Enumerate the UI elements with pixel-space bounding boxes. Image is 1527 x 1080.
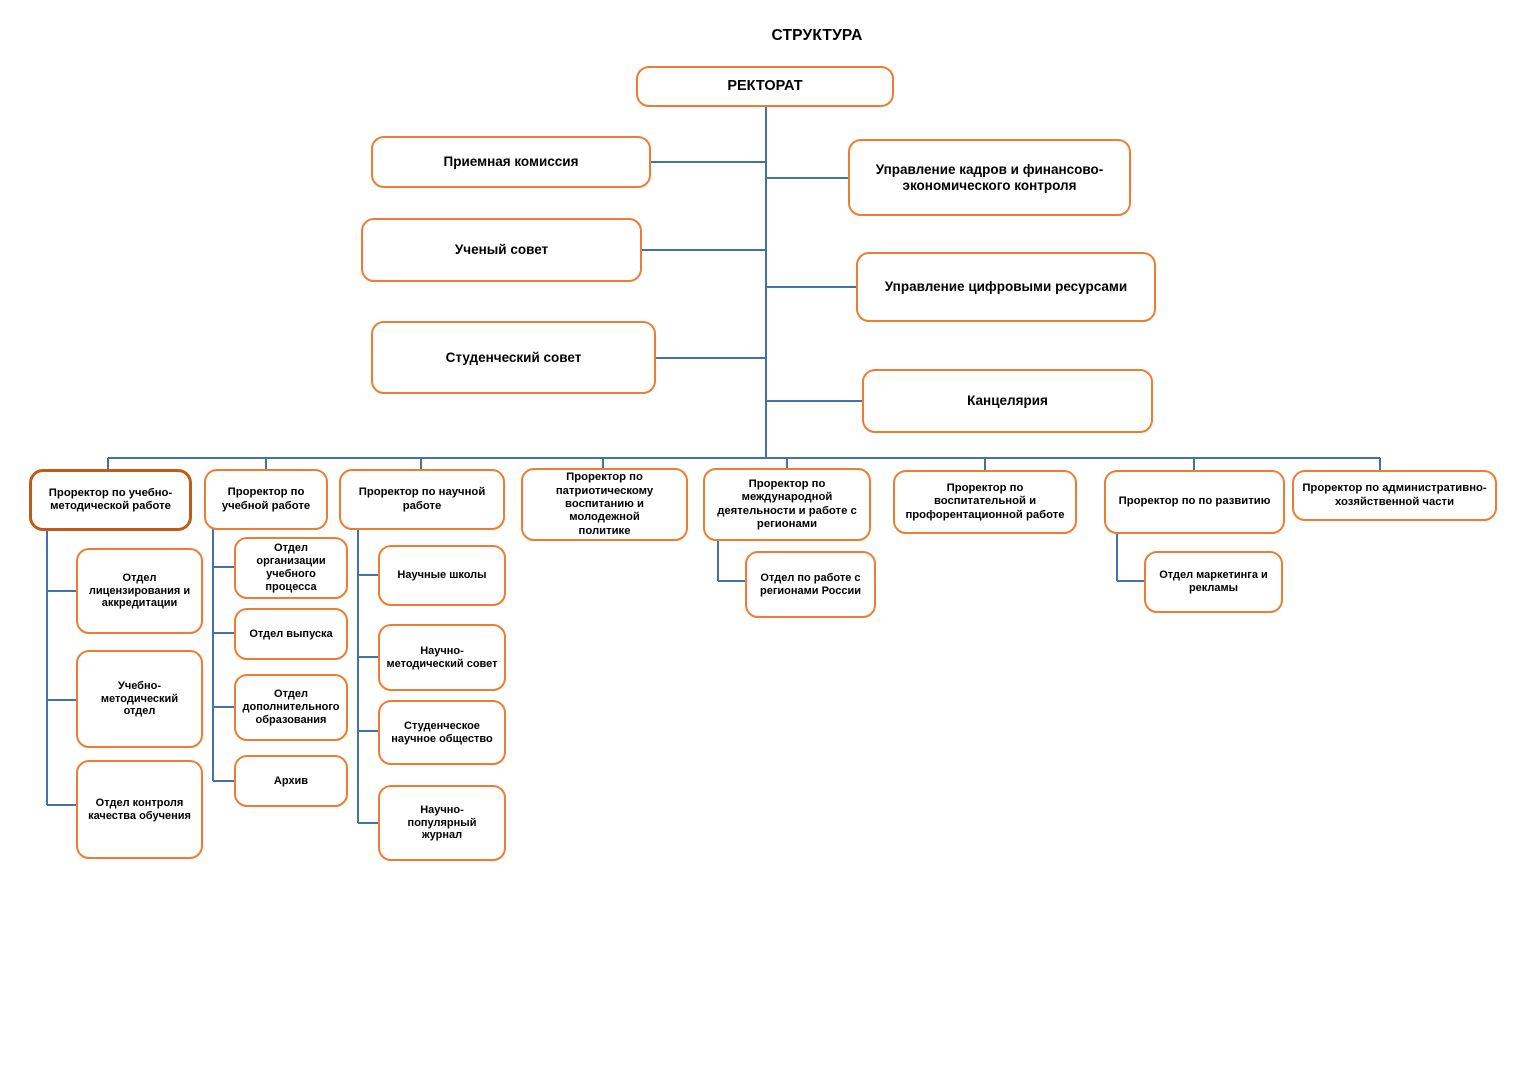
node-otdel-marketinga-reklamy[interactable]: Отдел маркетинга и рекламы [1144, 551, 1283, 613]
node-label: Отдел по работе с регионами России [759, 571, 861, 597]
node-nauchno-populyarnyy-zhurnal[interactable]: Научно-популярный журнал [378, 785, 506, 861]
node-prorektor-razvitiyu[interactable]: Проректор по по развитию [1104, 470, 1285, 534]
node-label: Ученый совет [454, 242, 549, 258]
node-label: Отдел организации учебного процесса [256, 542, 326, 593]
node-label: Проректор по административно- хозяйствен… [1302, 482, 1487, 508]
node-kancelyariya[interactable]: Канцелярия [862, 369, 1153, 433]
node-label: Отдел выпуска [249, 627, 333, 640]
node-label: Научно- методический совет [386, 644, 498, 670]
node-prorektor-administrativno-hozyaystvennoy-chasti[interactable]: Проректор по административно- хозяйствен… [1292, 470, 1497, 521]
node-label: Проректор по патриотическому воспитанию … [555, 471, 654, 537]
node-prorektor-nauchnoy-rabote[interactable]: Проректор по научной работе [339, 469, 505, 530]
node-prorektor-mezhdunarodnoy-deyatelnosti[interactable]: Проректор по международной деятельности … [703, 468, 871, 541]
node-label: Учебно- методический отдел [100, 679, 179, 718]
node-nauchno-metodicheskiy-sovet[interactable]: Научно- методический совет [378, 624, 506, 691]
node-priemnaya-komissiya[interactable]: Приемная комиссия [371, 136, 651, 188]
node-otdel-vypuska[interactable]: Отдел выпуска [234, 608, 348, 660]
node-otdel-kontrolya-kachestva-obucheniya[interactable]: Отдел контроля качества обучения [76, 760, 203, 859]
node-uchebno-metodicheskiy-otdel[interactable]: Учебно- методический отдел [76, 650, 203, 748]
node-otdel-organizacii-uchebnogo-processa[interactable]: Отдел организации учебного процесса [234, 537, 348, 599]
node-label: Отдел лицензирования и аккредитации [88, 571, 191, 610]
node-label: Архив [273, 774, 309, 787]
node-arhiv[interactable]: Архив [234, 755, 348, 807]
node-label: Научные школы [397, 569, 487, 582]
node-studencheskoe-nauchnoe-obshchestvo[interactable]: Студенческое научное общество [378, 700, 506, 765]
node-label: Проректор по по развитию [1118, 495, 1271, 508]
node-label: Проректор по международной деятельности … [717, 477, 857, 530]
node-prorektor-uchebno-metodicheskoy-rabote[interactable]: Проректор по учебно- методической работе [29, 469, 192, 531]
node-label: Проректор по учебно- методической работе [48, 486, 173, 512]
page-title: СТРУКТУРА [771, 27, 863, 44]
node-rektorat[interactable]: РЕКТОРАТ [636, 66, 894, 107]
node-upravlenie-kadrov[interactable]: Управление кадров и финансово- экономиче… [848, 139, 1131, 216]
node-label: Отдел дополнительного образования [242, 688, 340, 726]
node-label: Канцелярия [967, 393, 1048, 409]
node-label: Студенческий совет [445, 349, 582, 365]
node-studencheskiy-sovet[interactable]: Студенческий совет [371, 321, 656, 394]
node-label: Отдел контроля качества обучения [88, 796, 191, 822]
node-label: РЕКТОРАТ [727, 77, 803, 94]
node-otdel-dopolnitelnogo-obrazovaniya[interactable]: Отдел дополнительного образования [234, 674, 348, 741]
node-prorektor-patrioticheskomu-vospitaniyu[interactable]: Проректор по патриотическому воспитанию … [521, 468, 688, 541]
node-label: Проректор по учебной работе [221, 486, 311, 512]
node-label: Приемная комиссия [443, 154, 579, 170]
node-nauchnye-shkoly[interactable]: Научные школы [378, 545, 506, 606]
node-uchenyy-sovet[interactable]: Ученый совет [361, 218, 642, 282]
node-otdel-licenzirovaniya-akkreditacii[interactable]: Отдел лицензирования и аккредитации [76, 548, 203, 634]
node-label: Студенческое научное общество [391, 719, 493, 745]
node-otdel-po-rabote-s-regionami-rossii[interactable]: Отдел по работе с регионами России [745, 551, 876, 618]
node-label: Отдел маркетинга и рекламы [1159, 569, 1268, 594]
node-label: Проректор по воспитательной и профорента… [905, 482, 1065, 521]
node-prorektor-uchebnoy-rabote[interactable]: Проректор по учебной работе [204, 469, 328, 530]
node-label: Управление кадров и финансово- экономиче… [875, 161, 1104, 193]
node-label: Научно-популярный журнал [407, 803, 477, 842]
node-label: Управление цифровыми ресурсами [884, 279, 1128, 295]
node-label: Проректор по научной работе [358, 486, 486, 512]
node-prorektor-vospitatelnoy-rabote[interactable]: Проректор по воспитательной и профорента… [893, 470, 1077, 534]
node-upravlenie-cifrovymi-resursami[interactable]: Управление цифровыми ресурсами [856, 252, 1156, 322]
